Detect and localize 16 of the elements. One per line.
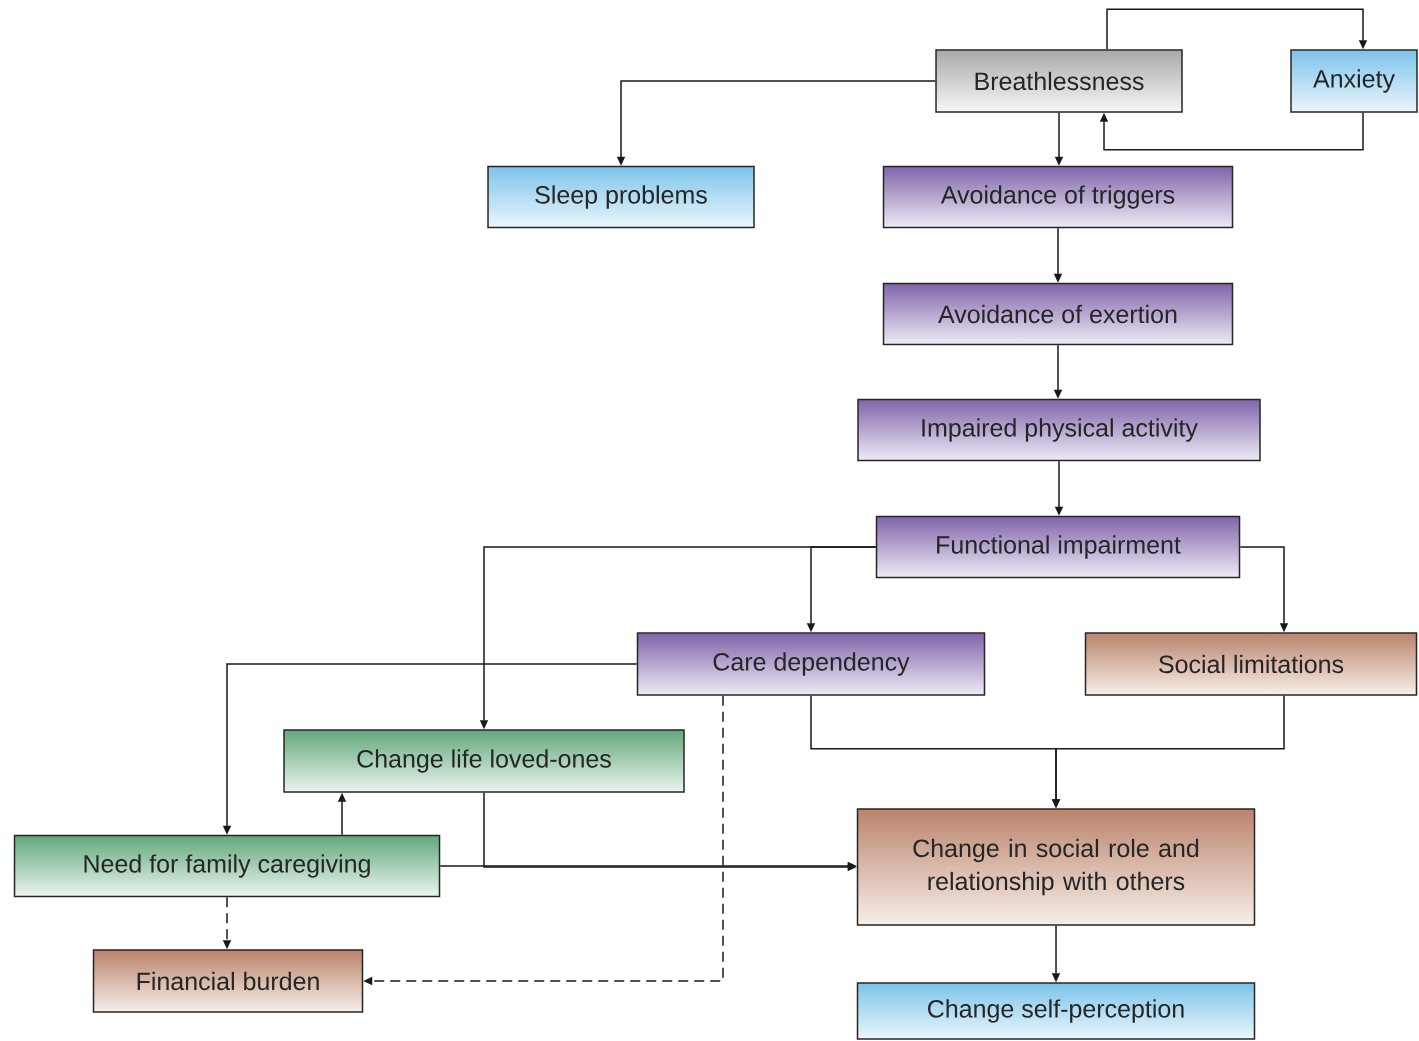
process-box: Functional impairment	[875, 515, 1241, 579]
process-box: Sleep problems	[487, 165, 755, 229]
arrow	[1106, 8, 1368, 50]
process-box: Care dependency	[636, 632, 986, 696]
arrow	[1099, 112, 1364, 151]
process-box: Change self-perception	[856, 982, 1256, 1040]
process-box: Breathlessness	[935, 49, 1183, 113]
process-box: Anxiety	[1290, 49, 1418, 113]
process-box: Avoidance of exertion	[882, 282, 1234, 346]
process-box: Change life loved-ones	[283, 729, 685, 793]
process-box: Avoidance of triggers	[882, 165, 1234, 229]
process-box: Change in social role and relationship with others	[856, 808, 1256, 926]
process-box: Financial burden	[92, 949, 364, 1013]
process-box: Impaired physical activity	[857, 398, 1261, 462]
process-box: Social limitations	[1084, 632, 1418, 696]
process-box: Need for family caregiving	[13, 834, 441, 898]
